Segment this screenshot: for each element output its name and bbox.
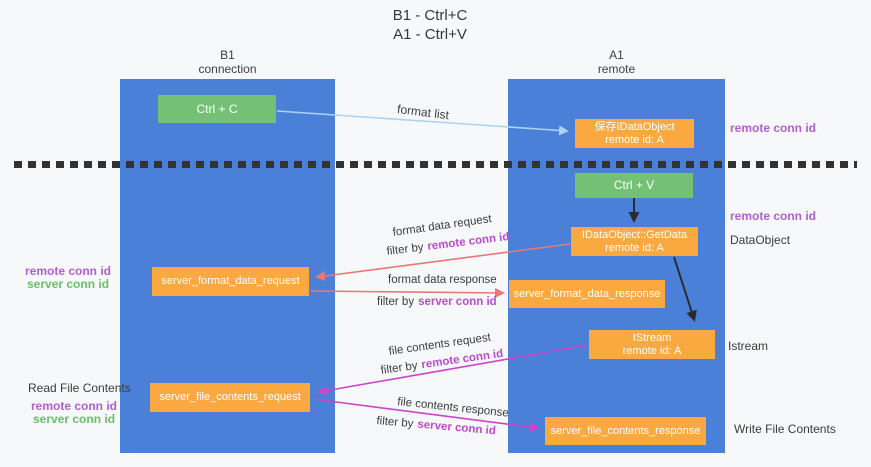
filter-by-text: filter by — [375, 415, 414, 431]
remote-conn-id-text: remote conn id — [426, 230, 511, 253]
getdata-box: IDataObject::GetData remote id: A — [571, 227, 698, 256]
filter-by-text: filter by — [386, 241, 425, 258]
istream-box: IStream remote id: A — [589, 330, 715, 359]
istream-line2: remote id: A — [622, 344, 682, 357]
ctrl-c-box: Ctrl + C — [158, 95, 276, 123]
column-header-a1: A1 remote — [508, 48, 725, 76]
ctrl-v-box: Ctrl + V — [575, 173, 693, 198]
server-conn-id-text: server conn id — [418, 296, 497, 308]
column-header-b1-role: connection — [198, 61, 257, 76]
column-header-b1: B1 connection — [120, 48, 335, 76]
server-file-contents-response-box: server_file_contents_response — [545, 417, 706, 445]
istream-annotation: Istream — [728, 339, 769, 353]
read-file-contents-annotation: Read File Contents — [28, 381, 131, 395]
write-file-contents-annotation: Write File Contents — [734, 422, 836, 436]
server-conn-id-text: server conn id — [416, 418, 497, 438]
dataobject-annotation: DataObject — [730, 233, 791, 247]
save-dataobject-line2: remote id: A — [605, 133, 664, 146]
save-dataobject-line1: 保存IDataObject — [594, 120, 675, 133]
column-header-a1-name: A1 — [609, 48, 624, 62]
server-conn-id-annotation-left-1: server conn id — [27, 277, 110, 291]
server-conn-id-annotation-left-2: server conn id — [33, 412, 116, 426]
server-file-contents-request-box: server_file_contents_request — [150, 383, 310, 412]
column-header-a1-role: remote — [597, 61, 636, 76]
remote-conn-id-annotation-left-1: remote conn id — [25, 264, 112, 278]
save-dataobject-box: 保存IDataObject remote id: A — [575, 119, 694, 148]
server-file-contents-request-label: server_file_contents_request — [159, 391, 301, 403]
format-data-response-arrow — [310, 287, 505, 298]
filter-by-text: filter by — [380, 359, 419, 377]
server-format-data-response-label: server_format_data_response — [513, 287, 661, 300]
remote-conn-id-annotation-right-2: remote conn id — [730, 209, 817, 223]
clipboard-boundary-dashed-line — [14, 161, 857, 168]
server-format-data-response-box: server_format_data_response — [509, 280, 665, 308]
diagram-title: B1 - Ctrl+C A1 - Ctrl+V — [0, 6, 860, 44]
server-format-data-request-label: server_format_data_request — [161, 275, 300, 287]
title-line-1: B1 - Ctrl+C — [392, 7, 468, 24]
column-header-b1-name: B1 — [220, 48, 235, 62]
server-file-contents-response-label: server_file_contents_response — [550, 424, 701, 437]
title-line-2: A1 - Ctrl+V — [393, 26, 467, 43]
format-data-response-label: format data response — [388, 274, 497, 286]
file-contents-response-label: file contents response — [396, 396, 510, 420]
remote-conn-id-annotation-right-1: remote conn id — [730, 121, 817, 135]
ctrl-v-label: Ctrl + V — [613, 178, 655, 192]
ctrl-c-label: Ctrl + C — [196, 101, 238, 116]
format-list-label: format list — [396, 102, 450, 123]
remote-conn-id-annotation-left-2: remote conn id — [31, 399, 118, 413]
istream-line1: IStream — [632, 331, 672, 344]
getdata-line2: remote id: A — [605, 241, 664, 254]
filter-by-text: filter by — [377, 296, 415, 308]
server-format-data-request-box: server_format_data_request — [152, 267, 309, 296]
getdata-line1: IDataObject::GetData — [581, 228, 688, 241]
